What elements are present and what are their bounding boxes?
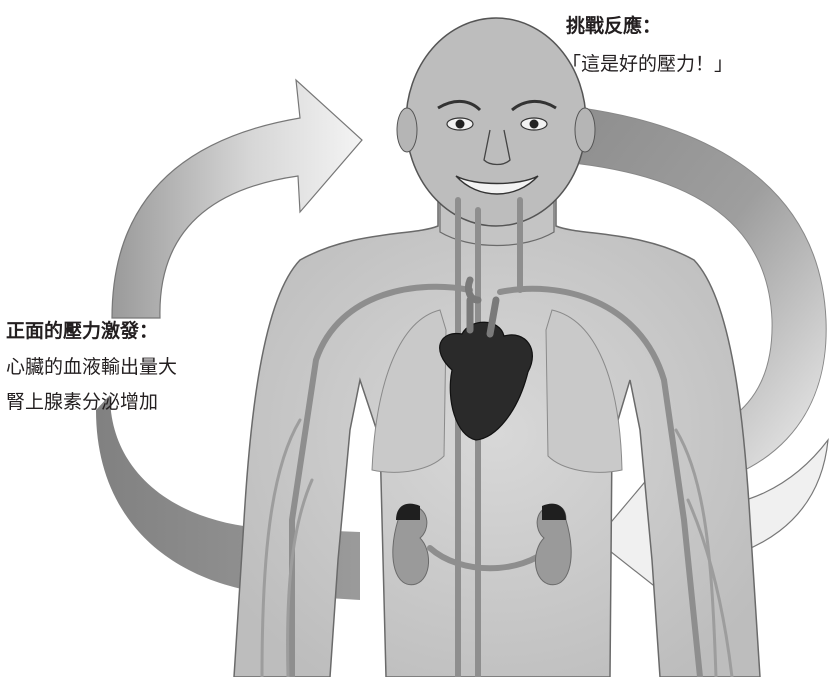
positive-arousal-title: 正面的壓力激發： xyxy=(6,319,177,345)
challenge-response-label: 挑戰反應： 「這是好的壓力！」 xyxy=(566,14,733,77)
positive-arousal-label: 正面的壓力激發： 心臟的血液輸出量大 腎上腺素分泌增加 xyxy=(6,319,177,416)
positive-arousal-line-1: 心臟的血液輸出量大 xyxy=(6,355,177,381)
challenge-response-quote: 「這是好的壓力！」 xyxy=(562,52,733,78)
challenge-response-title: 挑戰反應： xyxy=(566,14,733,40)
positive-arousal-line-2: 腎上腺素分泌增加 xyxy=(6,390,177,416)
